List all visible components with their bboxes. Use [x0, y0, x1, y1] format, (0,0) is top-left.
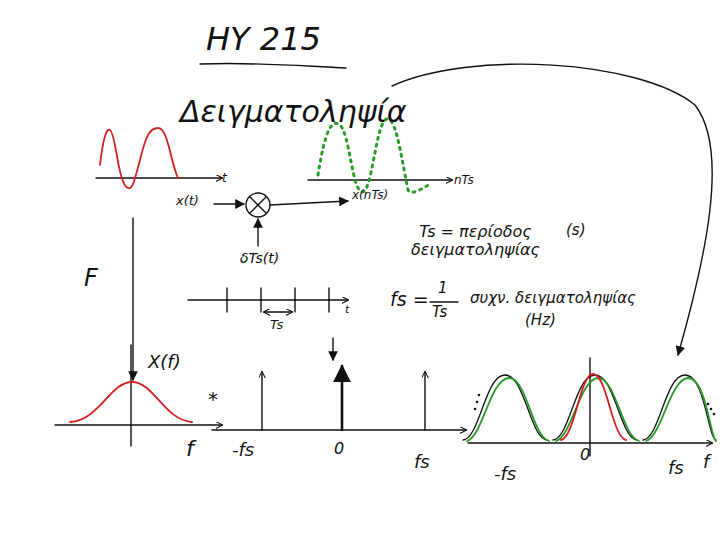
tick-label: -fs [232, 440, 254, 461]
freq-impulse [341, 366, 344, 430]
freq-impulse [261, 372, 262, 430]
freq-axis [55, 424, 222, 425]
multiplier-cross [250, 197, 266, 213]
tick-label: -fs [494, 464, 516, 485]
title-underline [200, 63, 346, 68]
multiplier [246, 193, 270, 217]
tick-label: 0 [334, 440, 344, 458]
transform-label: F [84, 265, 98, 293]
page-title: ΗΥ 215 [206, 20, 321, 58]
vertical-axis [130, 345, 131, 446]
signal-label: δTs(t) [240, 250, 279, 266]
impulse-wire [257, 219, 258, 246]
vertical-axis [589, 358, 590, 456]
axis-label: nTs [454, 174, 474, 188]
axis-label: t [222, 172, 227, 186]
formula-label: fs = [390, 289, 429, 311]
period-span [264, 311, 292, 312]
convolution-symbol: * [208, 388, 218, 411]
down-arrow [332, 338, 333, 360]
formula-label: 1 [438, 280, 448, 297]
tick-label: fs [414, 452, 430, 473]
axis-label: f [186, 436, 194, 461]
tick-label: 0 [580, 446, 590, 464]
input-wire [214, 203, 244, 204]
replica [467, 378, 549, 441]
section-heading: Δειγματοληψία [180, 95, 406, 130]
replica [643, 375, 716, 440]
axis-label: f [703, 452, 709, 473]
impulse-freq-axis [212, 429, 466, 430]
multiplier-cross [250, 197, 266, 213]
replica [463, 375, 547, 440]
period-label: Ts [270, 318, 283, 333]
spectrum-bell [70, 382, 192, 422]
impulse-tick [226, 288, 227, 312]
impulse-time-axis [188, 299, 348, 300]
curved-arrow [392, 64, 712, 355]
axis-label: t [345, 304, 349, 317]
unit-label: (Hz) [525, 312, 556, 329]
output-wire [270, 201, 348, 205]
fraction-bar [430, 301, 458, 302]
signal-label: x(nTs) [352, 189, 388, 203]
original-spectrum [561, 374, 626, 440]
sample-axis [308, 179, 452, 180]
formula-label: Ts [432, 304, 447, 321]
replica [646, 378, 716, 441]
sampled-signal [318, 119, 430, 192]
impulse-tick [260, 288, 261, 312]
ellipsis-dots [474, 394, 716, 416]
impulse-tick [294, 288, 295, 312]
fourier-arrow [132, 218, 133, 380]
time-axis [96, 177, 222, 178]
signal-label: x(t) [176, 194, 199, 209]
definition-note: Ts = περίοδος δειγματοληψίας [388, 223, 563, 260]
freq-impulse [424, 372, 425, 430]
definition-note: συχν. δειγματοληψίας [470, 290, 636, 307]
tick-label: fs [668, 458, 684, 479]
unit-label: (s) [566, 222, 586, 239]
impulse-tick [328, 288, 329, 312]
continuous-signal [100, 128, 178, 188]
spectrum-label: X(f) [148, 352, 181, 373]
